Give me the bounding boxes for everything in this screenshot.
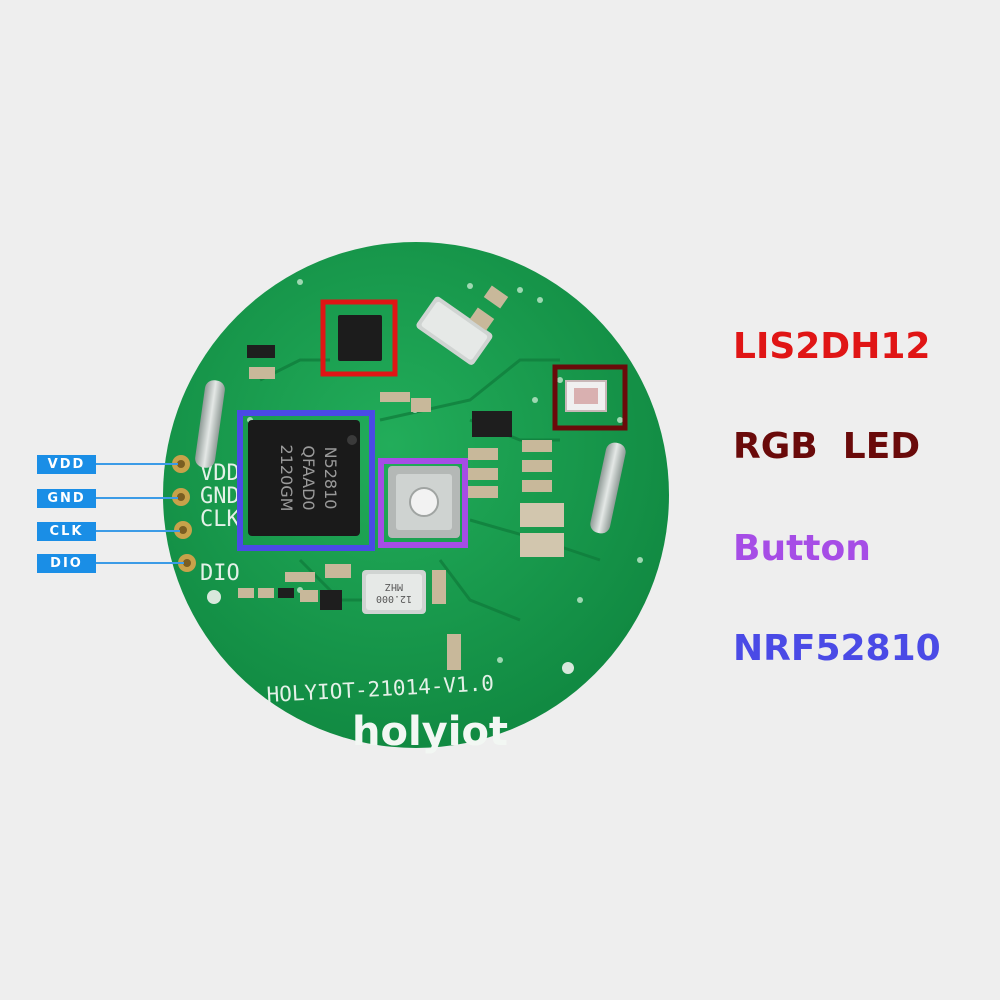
- battery-tab-right: [590, 442, 626, 534]
- silk-pin-names: VDD GND CLK DIO: [200, 461, 240, 586]
- tactile-button-cap: [409, 487, 439, 517]
- chip-marking-line-3: 2120GM: [277, 445, 296, 512]
- smd-components: [238, 285, 564, 670]
- pin-label-gnd: GND: [37, 489, 96, 508]
- rgb-led-highlight: [552, 364, 628, 431]
- crystal-marking: 12.000 MHZ: [376, 581, 412, 604]
- crystal-marking-line-2: MHZ: [385, 581, 403, 592]
- button-highlight: [378, 458, 468, 548]
- chip-marking: N52810 QFAAD0 2120GM: [277, 445, 340, 512]
- mounting-hole: [562, 662, 574, 674]
- pin-clk-leader: [96, 530, 180, 532]
- pin-dio-leader: [96, 562, 184, 564]
- rgb-led-die: [574, 388, 598, 404]
- silk-clk: CLK: [200, 507, 240, 532]
- pin-label-clk: CLK: [37, 522, 96, 541]
- nrf52810-chip: [248, 420, 360, 536]
- nrf52810-highlight: [237, 410, 375, 551]
- pin-label-vdd: VDD: [37, 455, 96, 474]
- silk-dio: DIO: [200, 561, 240, 586]
- mounting-hole: [207, 590, 221, 604]
- legend-lis2dh12: LIS2DH12: [733, 326, 931, 367]
- battery-tab-left: [195, 380, 225, 468]
- legend-nrf52810: NRF52810: [733, 628, 941, 669]
- pin-label-dio: DIO: [37, 554, 96, 573]
- brand-logo-text: holyiot: [352, 709, 508, 755]
- crystal-marking-line-1: 12.000: [376, 593, 412, 604]
- top-crystal: [416, 296, 493, 365]
- silk-gnd: GND: [200, 484, 240, 509]
- pin-pads: [172, 455, 196, 572]
- pin-vdd-leader: [96, 463, 178, 465]
- pin1-marker: [347, 435, 357, 445]
- pin-gnd-leader: [96, 497, 178, 499]
- lis2dh12-highlight: [320, 299, 398, 377]
- legend-rgb-led: RGB LED: [733, 426, 921, 467]
- legend-button: Button: [733, 528, 871, 569]
- chip-marking-line-1: N52810: [321, 447, 340, 510]
- chip-marking-line-2: QFAAD0: [299, 445, 318, 510]
- lis2dh12-chip: [338, 315, 382, 361]
